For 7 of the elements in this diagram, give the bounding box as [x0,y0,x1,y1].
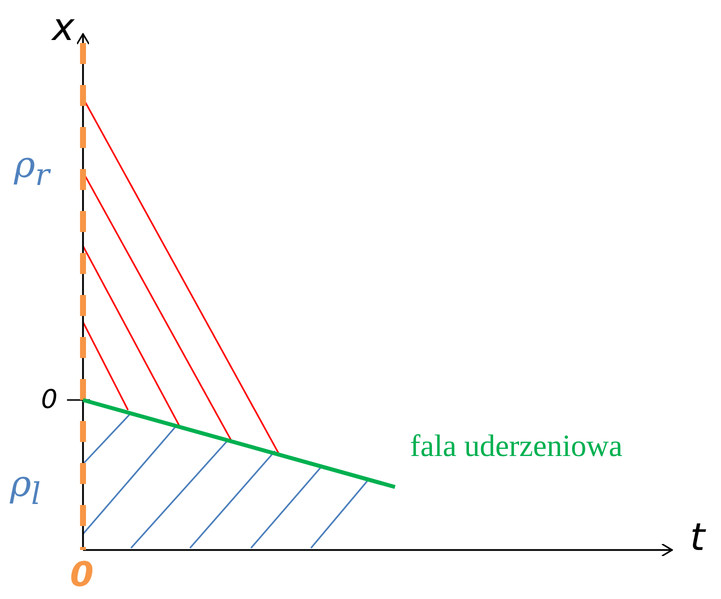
axis-label: t [690,518,705,556]
shock-wave-label: fala uderzeniowa [410,427,624,465]
density-label: ρ$_{r}$ [14,148,50,192]
tick-label: 0 [41,387,58,413]
axis-label: x [52,8,74,46]
origin-label: 0 [70,558,94,592]
density-label: ρ$_{l}$ [10,467,41,510]
